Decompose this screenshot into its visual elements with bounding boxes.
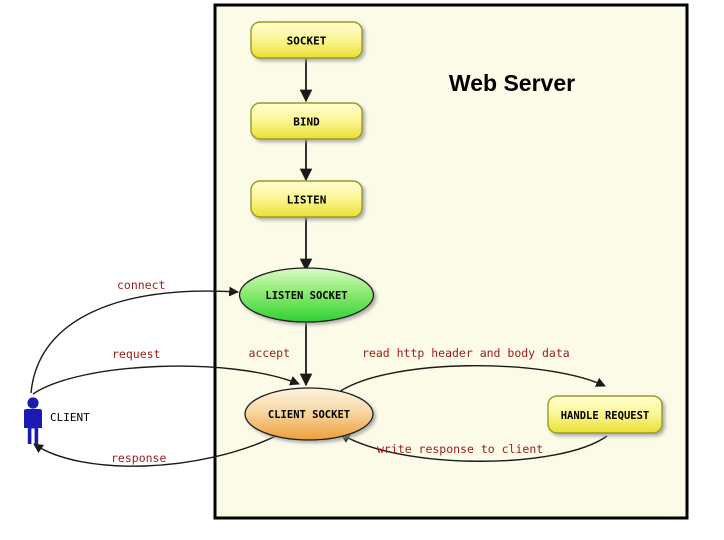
edge-label-read-http: read http header and body data [362,346,570,360]
node-listen-shape[interactable] [250,180,363,218]
node-listen-socket[interactable]: LISTEN SOCKET [238,267,375,323]
web-server-title: Web Server [449,70,575,96]
edge-label-request: request [112,347,160,361]
edge-request: request [32,347,300,395]
node-handle-request-label: HANDLE REQUEST [561,410,650,422]
person-icon-head [27,397,39,409]
edge-write-response: write response to client [340,433,608,462]
node-listen-socket-label: LISTEN SOCKET [265,290,347,302]
node-client-socket-shape[interactable] [244,387,374,441]
edge-read-http: read http header and body data [338,346,606,393]
edge-accept: accept [248,320,313,387]
node-listen-label: LISTEN [287,194,327,207]
node-listen[interactable]: LISTEN [250,180,363,218]
edge-connect: connect [30,278,239,394]
node-bind-shape[interactable] [250,102,363,140]
client-actor-label: CLIENT [50,411,90,424]
node-listen-socket-shape[interactable] [238,267,375,323]
person-icon-body [24,409,42,444]
node-socket[interactable]: SOCKET [250,21,363,59]
edge-label-response: response [111,451,166,465]
node-handle-request[interactable]: HANDLE REQUEST [547,395,663,434]
person-icon [24,397,42,444]
node-handle-request-shape[interactable] [547,395,663,434]
edge-label-connect: connect [117,278,165,292]
edge-label-accept: accept [248,346,290,360]
node-client-socket-label: CLIENT SOCKET [268,409,350,421]
node-bind[interactable]: BIND [250,102,363,140]
edge-label-write-response: write response to client [377,442,543,456]
node-bind-label: BIND [293,116,320,129]
client-actor[interactable]: CLIENT [24,397,90,444]
node-socket-shape[interactable] [250,21,363,59]
node-socket-label: SOCKET [287,35,327,48]
edge-response: response [33,433,281,467]
node-client-socket[interactable]: CLIENT SOCKET [244,387,374,441]
